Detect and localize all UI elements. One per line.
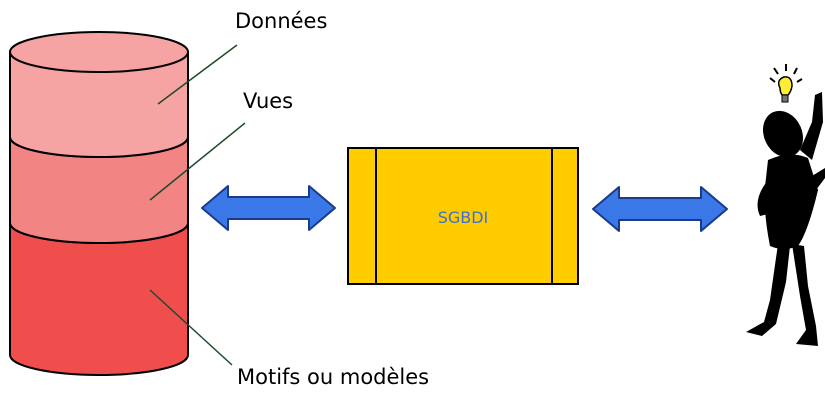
leader-lines — [149, 44, 246, 366]
label-patterns: Motifs ou modèles — [237, 365, 429, 389]
double-arrow-left — [201, 185, 336, 231]
double-arrow-right — [592, 186, 728, 232]
label-data: Données — [235, 9, 327, 33]
db-section-data — [9, 51, 189, 158]
label-views: Vues — [243, 89, 293, 113]
thinking-person-figure — [746, 64, 825, 346]
db-top-ellipse — [9, 31, 189, 73]
leader-line-data — [157, 44, 238, 105]
person-head — [763, 110, 803, 158]
person-body — [764, 154, 818, 249]
database-cylinder — [9, 31, 189, 376]
db-section-patterns — [9, 222, 189, 376]
leader-line-patterns — [149, 289, 233, 366]
sgbdi-label: SGBDI — [438, 208, 489, 227]
lightbulb-icon — [769, 64, 803, 103]
leader-line-views — [149, 122, 246, 201]
sgbdi-box: SGBDI — [347, 147, 579, 285]
